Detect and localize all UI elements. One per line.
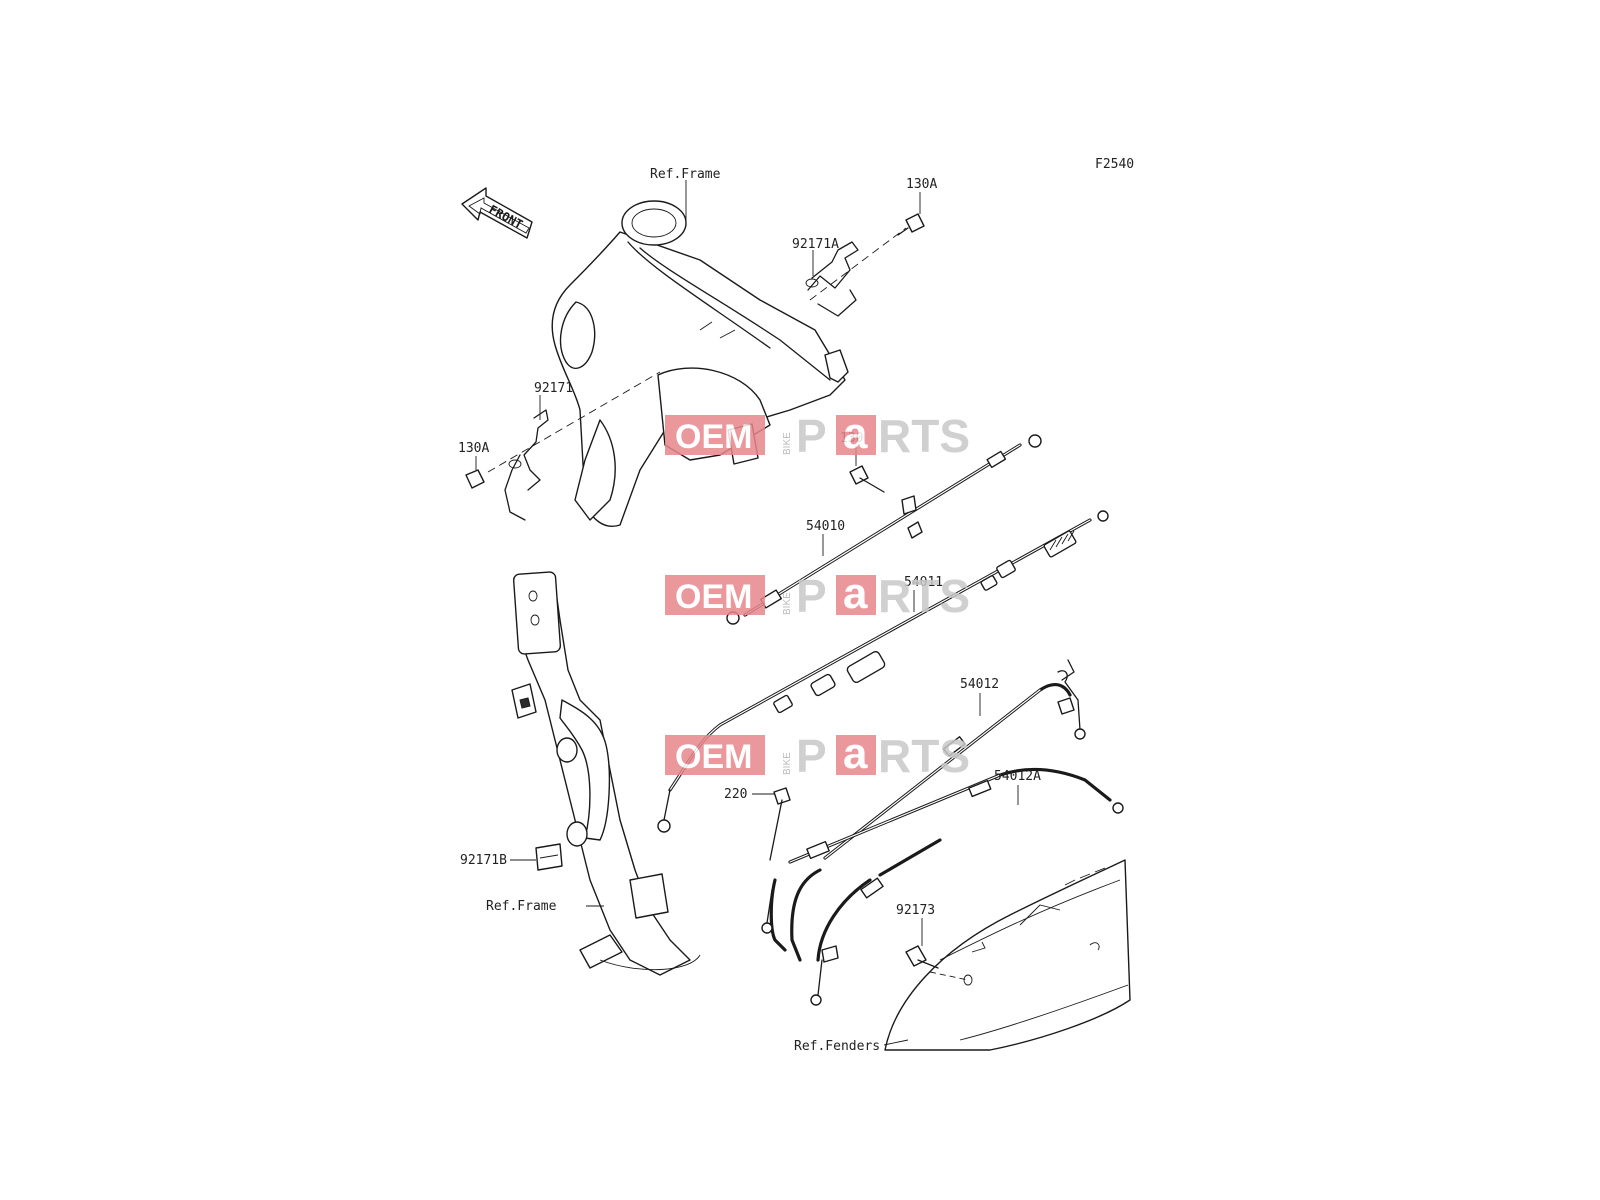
watermark-oem: OEM bbox=[675, 578, 752, 616]
clip-92171B bbox=[535, 843, 563, 871]
label-54012A: 54012A bbox=[994, 769, 1041, 784]
label-ref-frame-top: Ref.Frame bbox=[650, 167, 721, 182]
label-54012: 54012 bbox=[960, 677, 999, 692]
watermark-a: a bbox=[843, 569, 868, 618]
watermark-rts: RTS bbox=[878, 730, 970, 782]
label-92171B: 92171B bbox=[460, 853, 507, 868]
leader-lines bbox=[475, 180, 1019, 1046]
watermark-bike: BIKE bbox=[782, 752, 793, 775]
front-arrow-icon: FRONT bbox=[461, 187, 533, 239]
bolt-130 bbox=[849, 465, 885, 493]
watermark-p: P bbox=[796, 410, 827, 462]
bolt-130A-left bbox=[465, 469, 485, 489]
bolt-130A-upper bbox=[897, 213, 925, 236]
watermark-a: a bbox=[843, 729, 868, 778]
cable-54010 bbox=[726, 434, 1042, 625]
clamp-92171 bbox=[504, 409, 549, 521]
label-ref-frame-bottom: Ref.Frame bbox=[486, 899, 557, 914]
rear-fender bbox=[884, 859, 1131, 1051]
label-92171A: 92171A bbox=[792, 237, 839, 252]
label-220: 220 bbox=[724, 787, 747, 802]
watermark-a: a bbox=[843, 409, 868, 458]
label-130A-left: 130A bbox=[458, 441, 489, 456]
watermark-2: OEM BIKE P a RTS bbox=[665, 569, 970, 622]
clamp-92171A bbox=[805, 241, 859, 317]
cable-loop-lower bbox=[816, 838, 942, 962]
watermark-rts: RTS bbox=[878, 410, 970, 462]
clip-92173 bbox=[905, 945, 973, 986]
label-54011: 54011 bbox=[904, 575, 943, 590]
watermark-bike: BIKE bbox=[782, 432, 793, 455]
watermark-p: P bbox=[796, 570, 827, 622]
watermark-bike: BIKE bbox=[782, 592, 793, 615]
label-ref-fenders: Ref.Fenders bbox=[794, 1039, 880, 1054]
lower-frame bbox=[511, 571, 701, 976]
watermark-oem: OEM bbox=[675, 738, 752, 776]
bolt-220 bbox=[769, 787, 791, 861]
watermark-p: P bbox=[796, 730, 827, 782]
watermark-1: OEM BIKE P a RTS bbox=[665, 409, 970, 462]
label-130A-top: 130A bbox=[906, 177, 937, 192]
cable-54012 bbox=[790, 659, 1086, 962]
label-92171: 92171 bbox=[534, 381, 573, 396]
figure-code: F2540 bbox=[1095, 157, 1134, 172]
cable-54012A bbox=[761, 767, 1124, 1006]
watermark-3: OEM BIKE P a RTS bbox=[665, 729, 970, 782]
label-54010: 54010 bbox=[806, 519, 845, 534]
watermark-rts: RTS bbox=[878, 570, 970, 622]
label-92173: 92173 bbox=[896, 903, 935, 918]
watermark-oem: OEM bbox=[675, 418, 752, 456]
